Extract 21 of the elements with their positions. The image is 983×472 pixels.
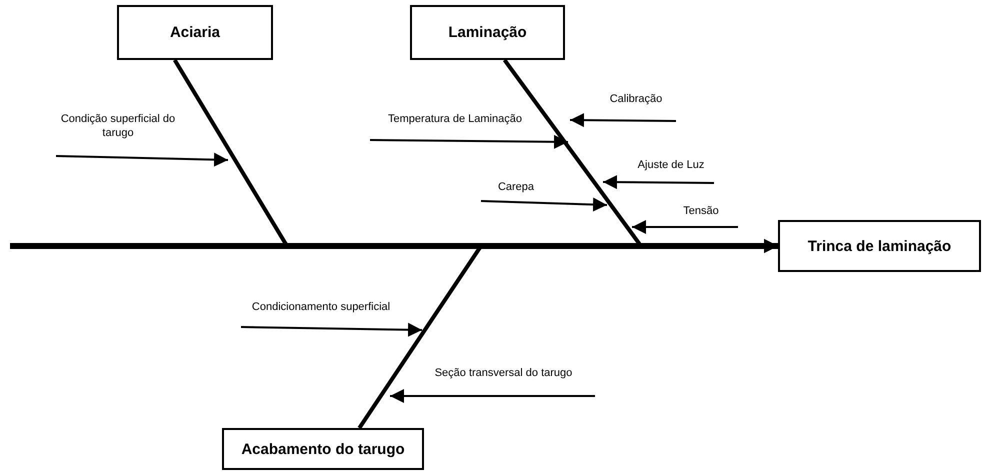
cause-label: Ajuste de Luz bbox=[628, 158, 714, 183]
cause-label: Seção transversal do tarugo bbox=[412, 366, 595, 396]
arrow bbox=[602, 175, 714, 190]
category-box: Acabamento do tarugo bbox=[222, 428, 424, 470]
cause-label: Condicionamento superficial bbox=[241, 300, 401, 327]
arrow bbox=[240, 322, 422, 337]
bone-line bbox=[358, 239, 778, 430]
category-box: Laminação bbox=[410, 5, 565, 60]
cause-label: Temperatura de Laminação bbox=[370, 112, 540, 140]
arrow bbox=[390, 389, 595, 403]
effect-box: Trinca de laminação bbox=[778, 220, 981, 272]
arrow bbox=[480, 198, 608, 212]
cause-label: Carepa bbox=[481, 180, 551, 201]
arrow bbox=[570, 113, 676, 128]
arrow bbox=[56, 152, 228, 167]
arrow bbox=[370, 134, 568, 149]
arrow bbox=[632, 220, 738, 234]
cause-label: Condição superficial do tarugo bbox=[56, 112, 180, 156]
cause-label: Tensão bbox=[664, 204, 738, 227]
category-box: Aciaria bbox=[117, 5, 273, 60]
cause-label: Calibração bbox=[596, 92, 676, 121]
